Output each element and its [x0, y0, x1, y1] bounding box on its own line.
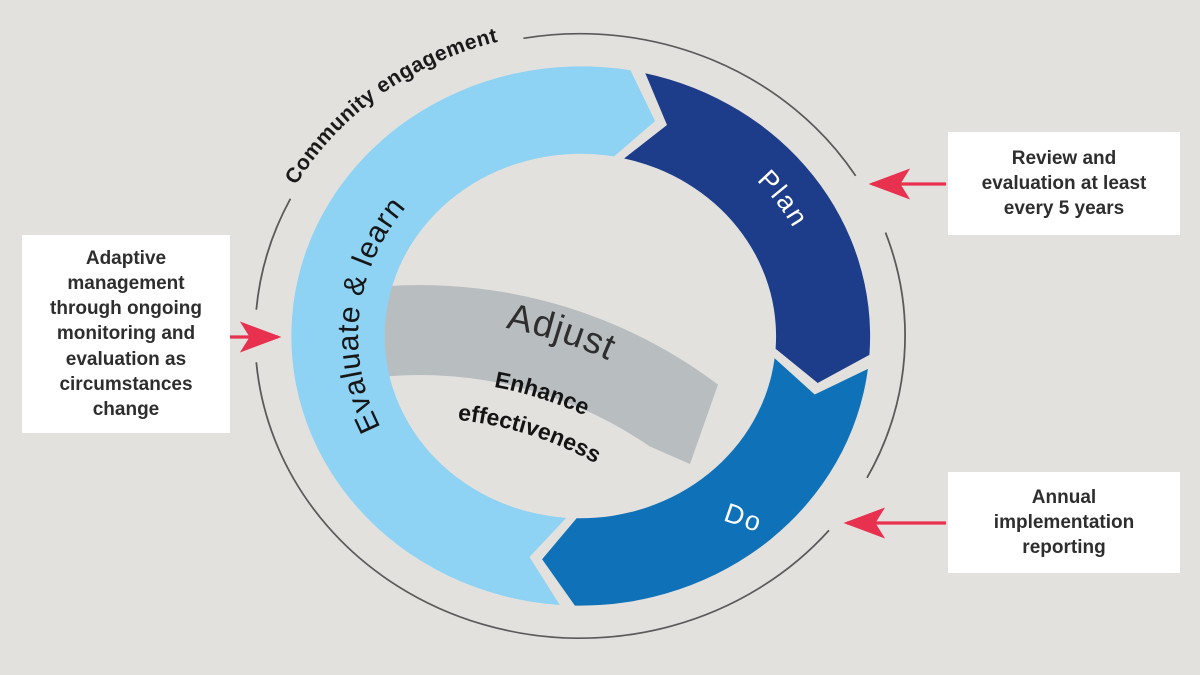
plan-segment [624, 73, 871, 383]
outer-engagement-ring [255, 32, 906, 640]
callout-annual-reporting: Annual implementation reporting [948, 472, 1180, 573]
cycle-ring [291, 66, 871, 606]
callout-adaptive-management: Adaptive management through ongoing moni… [22, 235, 230, 433]
evaluate-learn-segment [291, 66, 656, 606]
adjust-band [351, 285, 718, 464]
callout-review-evaluation: Review and evaluation at least every 5 y… [948, 132, 1180, 235]
outer-ring-arc [255, 32, 906, 640]
do-segment [542, 358, 868, 606]
